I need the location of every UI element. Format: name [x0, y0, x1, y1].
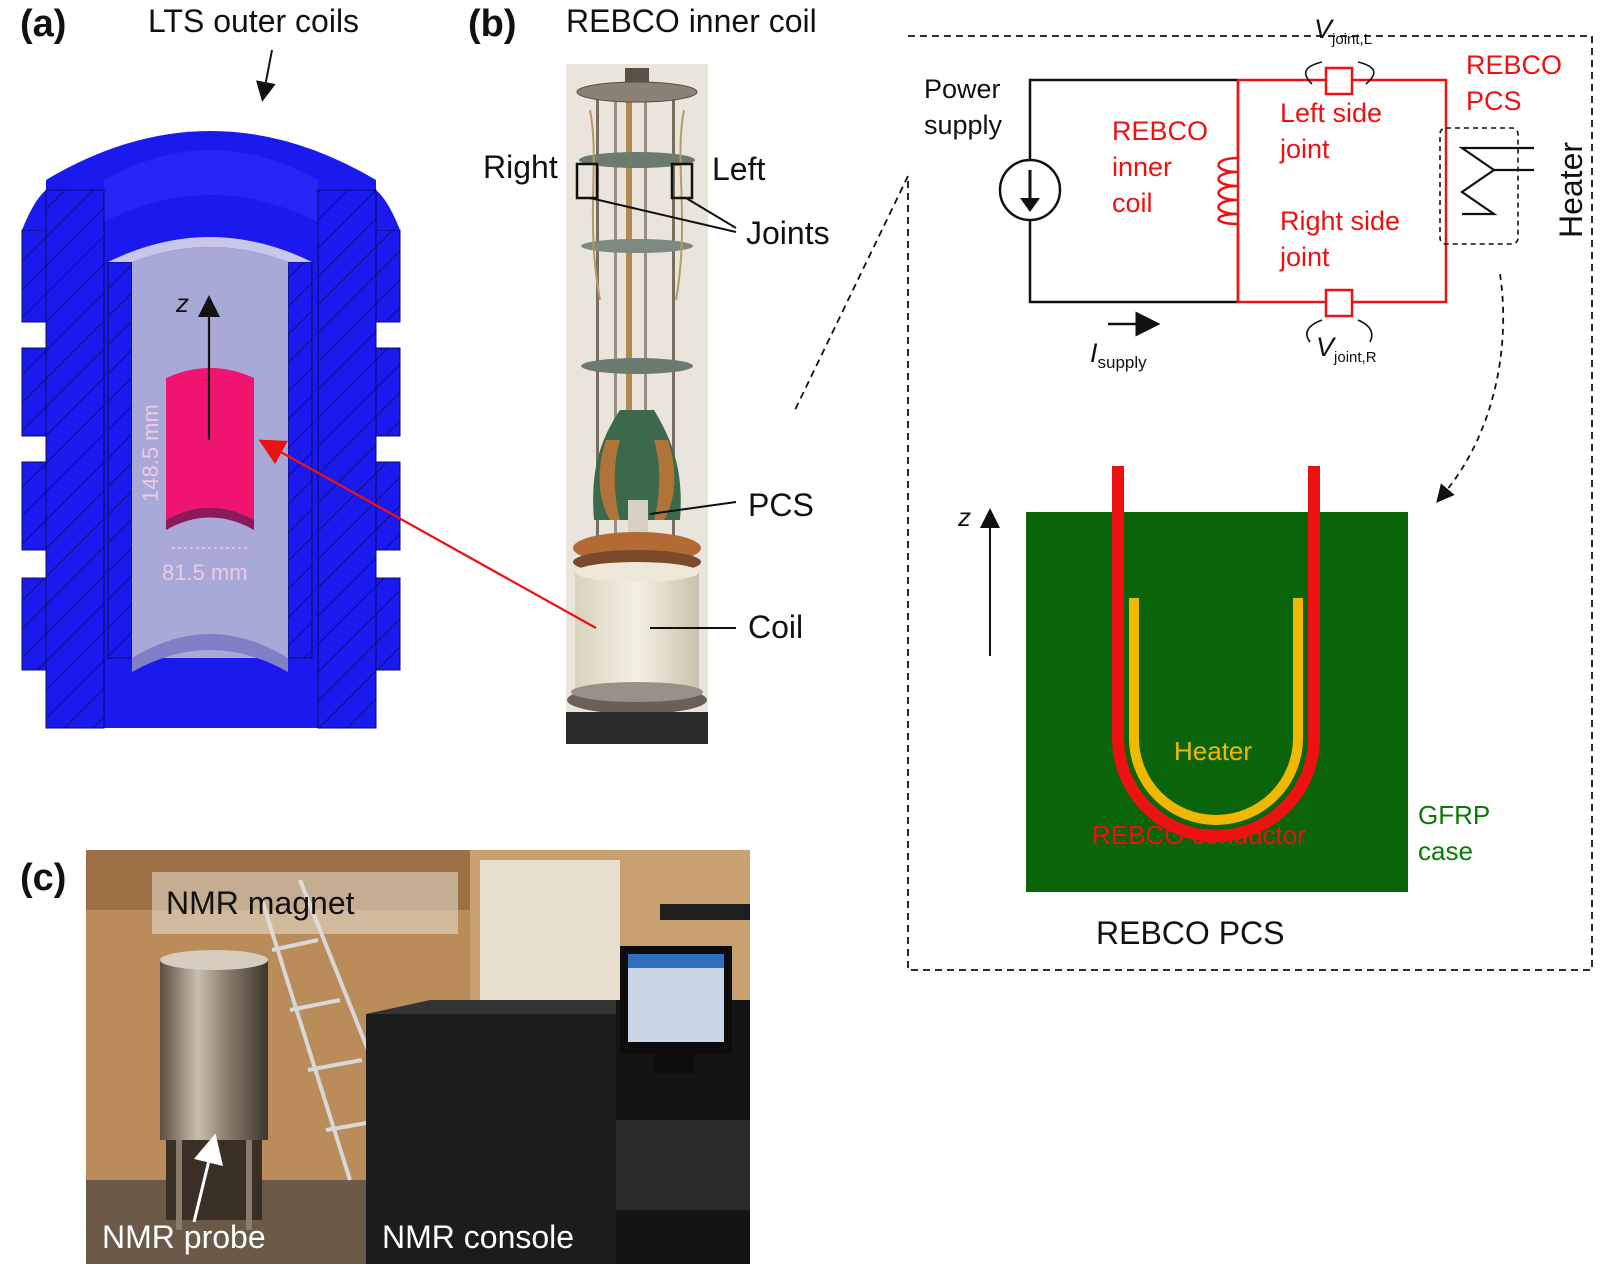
- title-pointer: [256, 49, 276, 102]
- inner-coil-label-2: inner: [1112, 152, 1172, 182]
- left-joint: [1324, 66, 1354, 96]
- pcs-z-label: z: [957, 502, 971, 532]
- insert-photo: [566, 64, 708, 744]
- gfrp-label-1: GFRP: [1418, 800, 1490, 830]
- inner-coil-label-3: coil: [1112, 188, 1153, 218]
- z-axis-label: z: [175, 288, 189, 318]
- gfrp-label-2: case: [1418, 836, 1473, 866]
- power-supply-label-2: supply: [924, 110, 1003, 140]
- pcs-label-1: REBCO: [1466, 50, 1562, 80]
- panel-b-tag: (b): [468, 3, 517, 45]
- heater-element: [1458, 146, 1534, 216]
- power-supply-label-1: Power: [924, 74, 1001, 104]
- left-label: Left: [712, 151, 765, 187]
- panel-a-tag: (a): [20, 3, 66, 45]
- inductor: [1217, 156, 1239, 226]
- right-joint-label-2: joint: [1279, 242, 1330, 272]
- probe-pointer: [192, 1133, 224, 1223]
- left-joint-label-2: joint: [1279, 134, 1330, 164]
- heater-box: [1439, 127, 1519, 245]
- magnet-label-bg: [152, 872, 458, 934]
- pcs-leader: [649, 501, 737, 515]
- height-dimension: 148.5 mm: [138, 404, 163, 502]
- v-joint-r: Vjoint,R: [1316, 332, 1377, 366]
- heater-detail-label: Heater: [1174, 736, 1252, 766]
- detail-arrow: [1436, 273, 1505, 503]
- nmr-magnet: [160, 960, 268, 1140]
- outer-coil-wall-left: [45, 189, 105, 729]
- right-joint: [1324, 288, 1354, 318]
- v-joint-l: Vjoint,L: [1314, 14, 1372, 48]
- correspondence-arrow: [258, 439, 597, 629]
- outer-coil-wall-right: [317, 189, 377, 729]
- panel-a: (a) LTS outer coils: [20, 3, 401, 729]
- console-label: NMR console: [382, 1219, 574, 1255]
- rebco-conductor: [1112, 466, 1320, 842]
- pcs-label-2: PCS: [1466, 86, 1522, 116]
- right-joint-box: [575, 162, 599, 200]
- outer-coil-flanges: [21, 190, 401, 671]
- heater-strip: [1129, 598, 1303, 825]
- right-label: Right: [483, 149, 558, 185]
- magnet-label: NMR magnet: [166, 885, 355, 921]
- coil-label: Coil: [748, 609, 803, 645]
- inner-coil: [166, 368, 254, 520]
- panel-b: (b) REBCO inner coil: [468, 3, 830, 744]
- circuit-panel: Power supply REBCO inner coil Left side …: [793, 14, 1593, 971]
- callout-frame: [793, 35, 1593, 971]
- panel-c: (c): [20, 850, 750, 1264]
- width-dimension: 81.5 mm: [162, 560, 248, 585]
- gfrp-case: [1026, 512, 1408, 892]
- joints-label: Joints: [746, 215, 830, 251]
- probe-label: NMR probe: [102, 1219, 266, 1255]
- right-joint-label-1: Right side: [1280, 206, 1400, 236]
- i-supply: Isupply: [1090, 338, 1147, 372]
- nmr-console: [366, 1014, 616, 1264]
- joints-leader-1: [589, 197, 737, 233]
- left-joint-box: [670, 162, 694, 200]
- panel-c-tag: (c): [20, 857, 66, 899]
- pcs-label: PCS: [748, 487, 814, 523]
- pcs-detail-title: REBCO PCS: [1096, 915, 1284, 951]
- heater-label: Heater: [1553, 142, 1589, 238]
- inner-coil-label-1: REBCO: [1112, 116, 1208, 146]
- joints-leader-2: [685, 197, 737, 229]
- panel-a-title: LTS outer coils: [148, 3, 359, 39]
- left-joint-label-1: Left side: [1280, 98, 1382, 128]
- panel-b-title: REBCO inner coil: [566, 3, 817, 39]
- conductor-label: REBCO conductor: [1092, 820, 1306, 850]
